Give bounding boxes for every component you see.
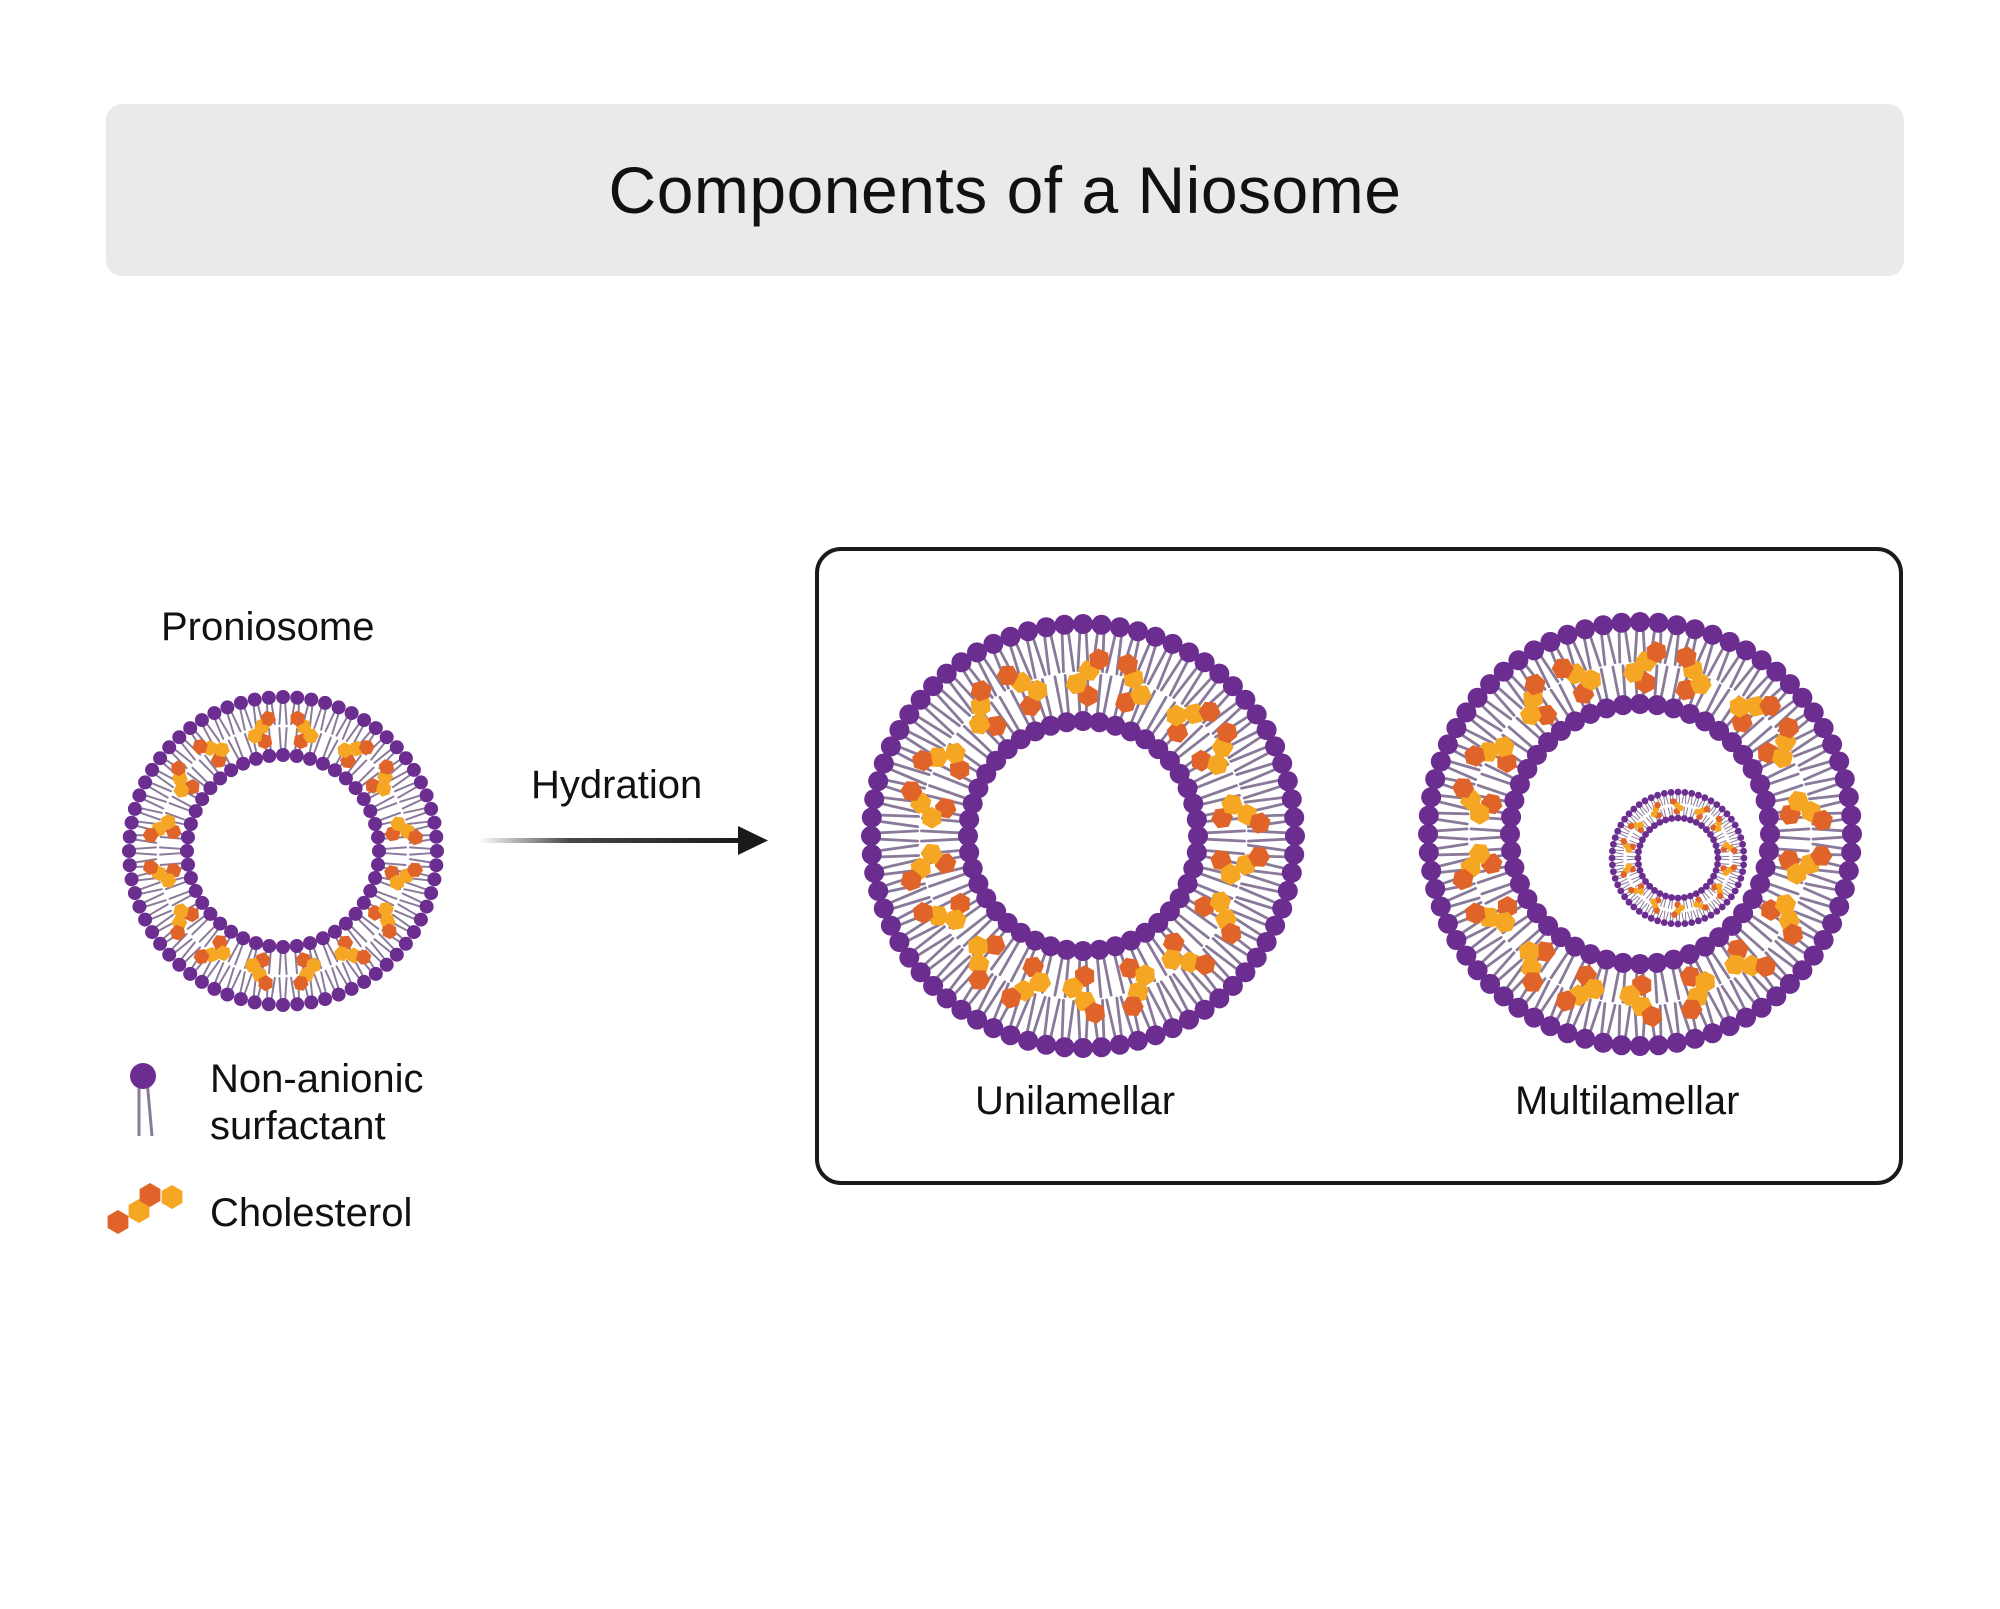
unilamellar-vesicle <box>861 614 1305 1058</box>
multilamellar-inner-vesicle <box>1608 788 1748 928</box>
page-title: Components of a Niosome <box>608 153 1402 227</box>
proniosome-label: Proniosome <box>161 605 375 649</box>
multilamellar-vesicle <box>1418 612 1862 1056</box>
legend-surfactant-line2: surfactant <box>210 1104 386 1148</box>
legend-cholesterol-icon <box>107 1183 183 1234</box>
legend-surfactant-icon <box>130 1063 156 1137</box>
legend-surfactant-line1: Non-anionic <box>210 1057 424 1101</box>
unilamellar-label: Unilamellar <box>975 1079 1176 1123</box>
multilamellar-label: Multilamellar <box>1515 1079 1740 1123</box>
hydration-arrow <box>478 826 768 855</box>
proniosome-vesicle <box>122 690 444 1012</box>
title-banner: Components of a Niosome <box>106 104 1904 276</box>
hydration-label: Hydration <box>531 763 703 807</box>
legend-cholesterol-label: Cholesterol <box>210 1191 413 1235</box>
vesicle-types-box <box>815 547 1903 1185</box>
